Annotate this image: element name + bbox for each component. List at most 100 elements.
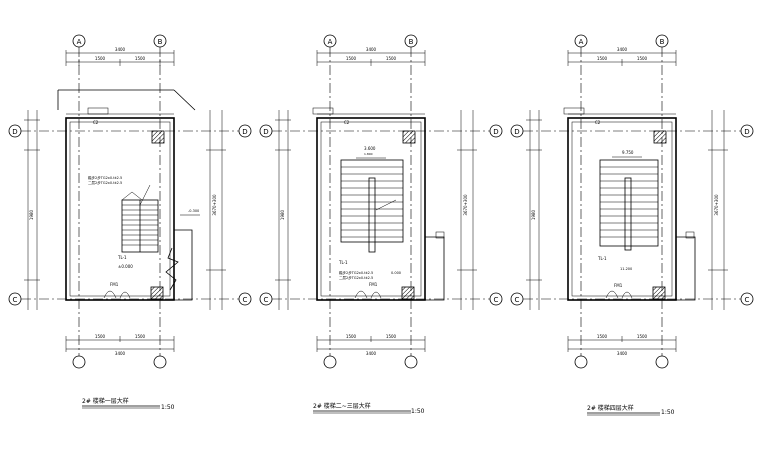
svg-text:3400: 3400: [617, 47, 628, 52]
column: [402, 130, 416, 144]
door-swing: [370, 291, 382, 299]
room-label: C2: [93, 120, 99, 125]
axis-label-right-top: D: [242, 128, 247, 136]
axis-label-left-bottom: C: [515, 296, 520, 304]
column: [653, 130, 667, 144]
stair-label: TL-1: [338, 260, 348, 265]
stair-flight: [599, 156, 659, 251]
svg-text:1500: 1500: [597, 334, 608, 339]
axis-bubble-bottom-right: [404, 355, 418, 369]
svg-text:1500: 1500: [135, 334, 146, 339]
door-label: FM1: [110, 282, 119, 287]
note-line-1: 踏步2步TG2x0.tk2.5: [339, 270, 373, 275]
dimension-left: 1980: [275, 110, 291, 310]
note-line-1: 踏步2步TG2x0.tk2.5: [88, 175, 122, 180]
svg-text:3400: 3400: [366, 47, 377, 52]
axis-bubble-bottom-left: [72, 355, 86, 369]
svg-text:3400: 3400: [617, 351, 628, 356]
door-label: FM1: [614, 283, 623, 288]
side-level: 11.200: [620, 267, 632, 271]
plan-fourth-floor: A B D C D C 3400 1500 1500: [510, 34, 754, 416]
svg-text:3400: 3400: [115, 351, 126, 356]
axis-label-right-bottom: C: [494, 296, 499, 304]
svg-text:3400: 3400: [366, 351, 377, 356]
level-mark: ±0.000: [118, 264, 133, 269]
column: [652, 286, 666, 300]
svg-text:1500: 1500: [95, 56, 106, 61]
axis-label-top-right: B: [158, 38, 163, 46]
axis-bubble-bottom-left: [323, 355, 337, 369]
door-label: FM1: [369, 282, 378, 287]
axis-label-right-bottom: C: [243, 296, 248, 304]
door-swing: [119, 291, 131, 299]
svg-text:3670+300: 3670+300: [463, 194, 468, 216]
window: [87, 107, 109, 115]
dimension-top: 3400 1500 1500: [567, 47, 677, 66]
dimension-top: 3400 1500 1500: [316, 47, 426, 66]
axis-bubble-right-bottom: [489, 292, 503, 306]
axis-bubble-right-top: [489, 124, 503, 138]
svg-text:1500: 1500: [346, 334, 357, 339]
drawing-scale: 1:50: [161, 404, 175, 411]
svg-text:1980: 1980: [280, 209, 285, 220]
level-mark: 9.750: [622, 150, 634, 155]
door-swing: [103, 290, 117, 299]
svg-text:3670+300: 3670+300: [714, 194, 719, 216]
dimension-right: 3670+300: [708, 110, 728, 310]
dimension-bottom: 1500 1500 3400: [567, 334, 677, 356]
dimension-top: 3400 1500 1500: [65, 47, 175, 66]
dimension-left: 1980: [526, 110, 542, 310]
svg-text:1500: 1500: [386, 334, 397, 339]
axis-label-top-right: B: [660, 38, 665, 46]
side-level: 0.000: [391, 271, 401, 275]
room-label: C2: [344, 120, 350, 125]
walls: [563, 107, 696, 301]
drawing-scale: 1:50: [411, 408, 425, 415]
drawing-title: 2# 楼梯四层大样: [587, 404, 634, 412]
svg-text:3670+300: 3670+300: [212, 194, 217, 216]
stair-well: [368, 177, 376, 253]
axis-label-top-right: B: [409, 38, 414, 46]
axis-label-top-left: A: [579, 38, 584, 46]
stair-flight: [340, 157, 404, 253]
axis-label-right-top: D: [744, 128, 749, 136]
axis-label-left-bottom: C: [264, 296, 269, 304]
axis-bubble-right-top: [740, 124, 754, 138]
drawing-title: 2# 楼梯二~三层大样: [313, 402, 371, 410]
svg-text:1500: 1500: [386, 56, 397, 61]
axis-bubble-bottom-right: [655, 355, 669, 369]
axis-label-left-top: D: [263, 128, 268, 136]
door-swing: [621, 291, 633, 299]
note-line-2: 二层2步TG2x0.tk2.5: [339, 275, 373, 280]
level-mark-top: 3.600: [364, 146, 376, 151]
axis-bubble-right-bottom: [740, 292, 754, 306]
svg-text:1500: 1500: [637, 334, 648, 339]
axis-label-right-top: D: [493, 128, 498, 136]
note-line-2: 二层2步TG2x0.tk2.5: [88, 180, 122, 185]
dimension-bottom: 1500 1500 3400: [316, 334, 426, 356]
axis-bubble-bottom-left: [574, 355, 588, 369]
svg-text:1500: 1500: [95, 334, 106, 339]
svg-text:1500: 1500: [637, 56, 648, 61]
door-swing: [354, 290, 368, 299]
axis-label-right-bottom: C: [745, 296, 750, 304]
axis-label-top-left: A: [328, 38, 333, 46]
axis-bubble-right-bottom: [238, 292, 252, 306]
column: [151, 130, 165, 144]
axis-label-left-bottom: C: [13, 296, 18, 304]
svg-text:1500: 1500: [135, 56, 146, 61]
plan-second-third-floor: A B D C D C 3400 1500 1500: [259, 34, 503, 415]
column: [401, 286, 415, 300]
walls: [312, 107, 445, 301]
svg-text:3400: 3400: [115, 47, 126, 52]
svg-text:1980: 1980: [29, 209, 34, 220]
room-label: C2: [595, 120, 601, 125]
drawing-scale: 1:50: [661, 409, 675, 416]
axis-label-left-top: D: [12, 128, 17, 136]
axis-label-left-top: D: [514, 128, 519, 136]
axis-bubble-bottom-right: [153, 355, 167, 369]
dimension-bottom: 1500 1500 3400: [65, 334, 175, 356]
axis-label-top-left: A: [77, 38, 82, 46]
svg-text:1500: 1500: [346, 56, 357, 61]
